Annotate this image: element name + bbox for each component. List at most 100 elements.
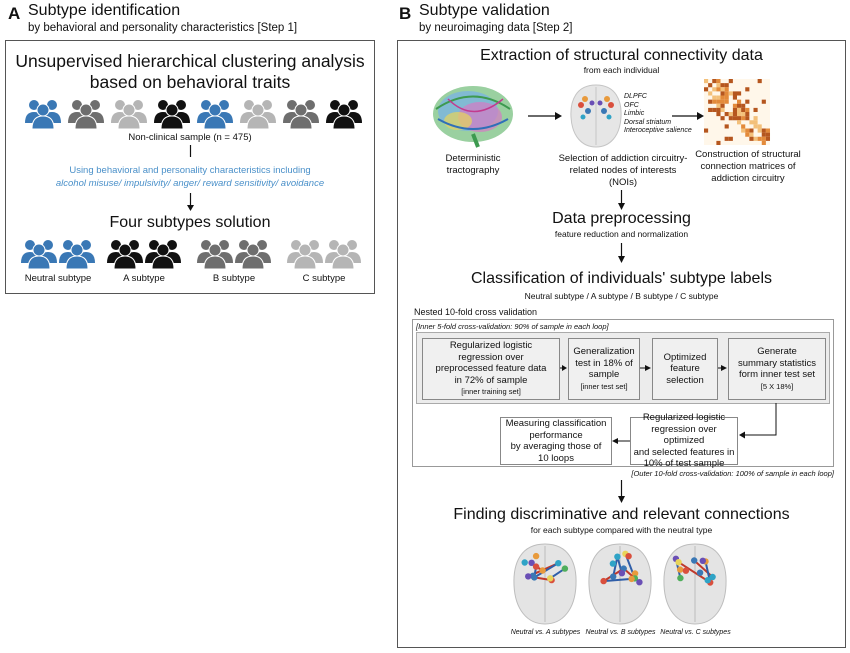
classification-subtitle: Neutral subtype / A subtype / B subtype … [524,291,719,301]
panel-a-box: Unsupervised hierarchical clustering ana… [5,40,375,294]
noi-limbic: Limbic [624,110,645,118]
step-generate-summary-statistics: Generate summary statistics form inner t… [728,338,826,400]
step-regularized-logistic-outer: Regularized logistic regression over opt… [630,412,738,469]
people-group-icon [24,99,62,134]
noi-interoceptive-salience: Interoceptive salience [624,127,692,135]
tractography-label: Deterministic tractography [418,153,528,177]
subtype-label-a: A subtype [123,273,165,284]
brain-caption-a: Neutral vs. A subtypes [510,629,581,636]
matrix-caption-line2: connection matrices of [700,161,796,172]
using-line1: Using behavioral and personality charact… [69,165,311,176]
arrow-down-icon [187,193,194,211]
noi-dlpfc: DLPFC [624,93,647,100]
brain-caption-b: Neutral vs. B subtypes [585,629,656,636]
step1-line1: Regularized logistic [449,340,533,352]
arrow-right-icon [718,365,727,371]
tractography-brain-icon [433,86,513,148]
step4-line1: Generate [757,346,797,357]
four-subtypes-title: Four subtypes solution [109,214,271,231]
matrix-caption: Construction of structural connection ma… [688,149,808,185]
noi-ofc: OFC [624,101,639,109]
people-group-icon [20,239,58,274]
step6-line2: performance [529,429,583,441]
panel-b-box: Extraction of structural connectivity da… [397,40,846,648]
connectivity-brain-icon [659,541,731,632]
people-group-icon [110,99,148,134]
step-regularized-logistic-inner: Regularized logistic regression over pre… [422,338,560,400]
connectivity-brain-icon [509,541,581,632]
inner-cv-label: [Inner 5-fold cross-validation: 90% of s… [416,322,609,331]
step1-line3: preprocessed feature data [435,363,547,375]
noi-caption: Selection of addiction circuitry- relate… [553,153,693,189]
people-group-icon [196,99,234,134]
preprocessing-title: Data preprocessing [552,210,691,227]
matrix-caption-line1: Construction of structural [695,149,801,160]
preprocessing-subtitle: feature reduction and normalization [554,229,689,239]
connector-arrow [739,403,777,439]
step4-note: [5 X 18%] [760,381,794,391]
step6-line4: 10 loops [538,452,574,464]
step5-line1: Regularized logistic [642,412,726,424]
step6-line1: Measuring classification [505,418,607,429]
step-generalization-test: Generalization test in 18% of sample [in… [568,338,640,400]
arrow-down-icon [618,243,625,263]
sample-label: Non-clinical sample (n = 475) [128,132,252,143]
panel-a-title: Subtype identification [28,2,181,19]
panel-b-title: Subtype validation [419,2,550,19]
arrow-right-icon [528,112,562,120]
step3-line2: feature [670,363,700,375]
step2-line2: test in 18% of [575,357,633,369]
arrow-right-icon [560,365,567,371]
step5-line3: and selected features in [633,446,735,458]
arrow-down-icon [618,480,625,503]
panel-b-letter: B [399,4,412,23]
finding-subtitle: for each subtype compared with the neutr… [530,525,713,535]
noi-brain-icon [570,84,622,148]
extraction-title: Extraction of structural connectivity da… [480,47,763,64]
noi-list: DLPFC OFC Limbic Dorsal striatum Interoc… [624,93,692,136]
clustering-heading-line1: Unsupervised hierarchical clustering ana… [15,51,365,71]
subtype-label-c: C subtype [302,273,346,284]
people-group-icon [153,99,191,134]
arrow-right-icon [640,365,651,371]
step-optimized-feature-selection: Optimized feature selection [652,338,718,400]
people-group-icon [144,239,182,274]
step1-line2: regression over [458,351,524,363]
step5-line4: 10% of test sample [643,458,725,470]
step1-note: [inner training set] [461,387,521,397]
subtype-label-neutral: Neutral subtype [24,273,92,284]
step2-line3: sample [588,369,620,380]
arrow-down-icon [618,190,625,210]
people-group-icon [239,99,277,134]
using-line2: alcohol misuse/ impulsivity/ anger/ rewa… [55,178,325,189]
noi-dorsal-striatum: Dorsal striatum [624,118,672,126]
arrow-right-icon [672,112,704,120]
people-group-icon [67,99,105,134]
connection-matrix-icon [704,79,771,146]
people-group-icon [282,99,320,134]
panel-a-subtitle: by behavioral and personality characteri… [28,22,298,34]
step3-line1: Optimized [663,351,707,363]
clustering-heading-line2: based on behavioral traits [89,72,291,92]
nested-cv-label: Nested 10-fold cross validation [414,307,538,317]
subtype-label-b: B subtype [212,273,256,284]
tract-label-line2: tractography [446,165,500,176]
noi-caption-line2: related nodes of interests [569,165,677,176]
outer-cv-label: [Outer 10-fold cross-validation: 100% of… [631,469,834,478]
brain-caption-c: Neutral vs. C subtypes [660,629,731,636]
connectivity-brain-icon [584,541,656,632]
classification-title: Classification of individuals' subtype l… [471,270,772,287]
step2-line1: Generalization [573,346,635,357]
people-group-icon [286,239,324,274]
step5-line2: regression over optimized [651,423,717,447]
noi-caption-line3: (NOIs) [609,177,637,188]
people-group-icon [58,239,96,274]
tract-label-line1: Deterministic [445,153,501,164]
people-group-icon [106,239,144,274]
arrow-left-icon [612,438,630,444]
panel-b-subtitle: by neuroimaging data [Step 2] [419,22,573,34]
line-connector [189,145,192,157]
finding-title: Finding discriminative and relevant conn… [453,506,790,523]
people-group-icon [196,239,234,274]
noi-caption-line1: Selection of addiction circuitry- [558,153,688,164]
